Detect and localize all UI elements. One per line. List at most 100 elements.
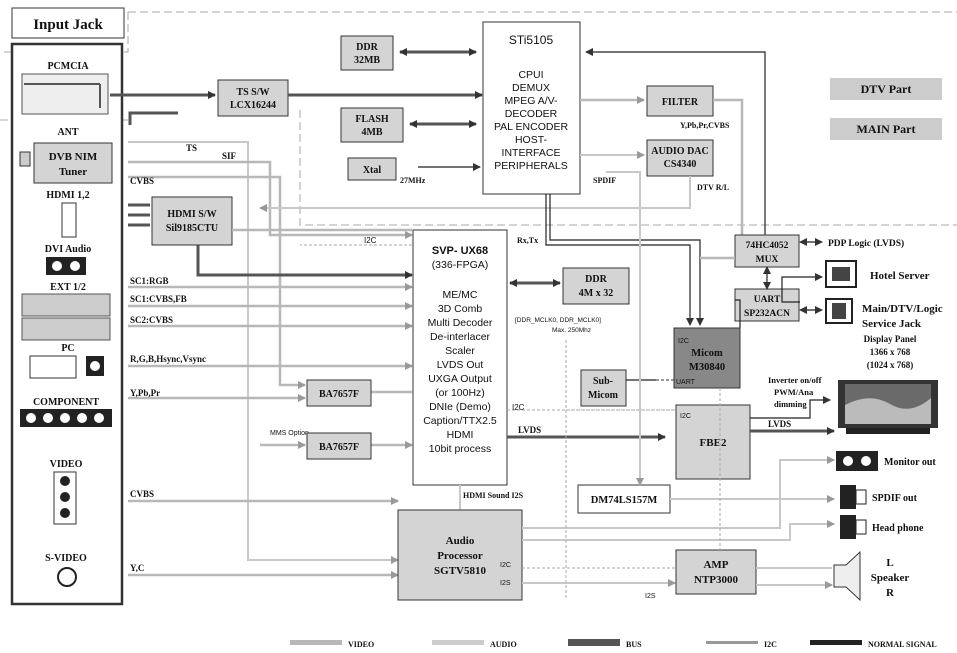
svg-text:Audio: Audio (446, 535, 475, 547)
ddr32-block: DDR 32MB (340, 35, 394, 71)
dtv-rl-label: DTV R/L (697, 183, 729, 192)
uart-label: UART (676, 379, 696, 386)
ext12-label: EXT 1/2 (50, 282, 86, 293)
tuner-label: Tuner (59, 166, 87, 178)
micom-block: Micom M30840 I2C (673, 327, 741, 389)
svg-text:PERIPHERALS: PERIPHERALS (494, 160, 568, 172)
legend-audio: AUDIO (490, 640, 517, 649)
audio-dac-block: AUDIO DAC CS4340 (646, 139, 714, 177)
lvds-label: LVDS (518, 425, 541, 435)
legend: VIDEO AUDIO BUS I2C NORMAL SIGNAL (290, 639, 937, 649)
svg-text:Micom: Micom (691, 348, 723, 359)
lvds2-label: LVDS (768, 419, 791, 429)
svp-ux68-block: SVP- UX68 (336-FPGA) ME/MC 3D Comb Multi… (412, 229, 508, 486)
cvbs2-label: CVBS (130, 489, 154, 499)
video-label: VIDEO (50, 459, 83, 470)
svg-text:10bit process: 10bit process (429, 443, 491, 455)
svg-text:DNIe (Demo): DNIe (Demo) (429, 401, 491, 413)
dm74-block: DM74LS157M (577, 484, 671, 514)
rxtx-label: Rx,Tx (517, 236, 538, 245)
svg-text:ME/MC: ME/MC (443, 289, 478, 301)
svg-text:AUDIO DAC: AUDIO DAC (651, 146, 709, 157)
sc2-cvbs-label: SC2:CVBS (130, 315, 173, 325)
svg-text:LCX16244: LCX16244 (230, 100, 276, 111)
speaker-label: Speaker (871, 572, 910, 584)
svg-text:MPEG A/V-: MPEG A/V- (504, 95, 558, 107)
dtv-part-label: DTV Part (861, 82, 912, 96)
svg-text:LVDS Out: LVDS Out (437, 359, 484, 371)
yc-label: Y,C (130, 563, 144, 573)
rgb-sync-label: R,G,B,Hsync,Vsync (130, 354, 206, 364)
panel-label-3: (1024 x 768) (867, 360, 914, 370)
spdif-out-jack-icon (840, 485, 856, 509)
service-jack-label-1: Main/DTV/Logic (862, 303, 943, 315)
legend-i2c: I2C (764, 640, 777, 649)
i2c-label-hdmi: I2C (364, 236, 377, 245)
svg-text:STi5105: STi5105 (509, 33, 554, 47)
scart1-icon (21, 293, 111, 317)
uart-block: UART SP232ACN (734, 288, 800, 322)
pcmcia-slot-icon (21, 73, 109, 115)
pcmcia-label: PCMCIA (47, 61, 89, 72)
dtv-part-badge (830, 78, 942, 100)
headphone-label: Head phone (872, 523, 924, 534)
i2c-label-svp: I2C (512, 403, 525, 412)
mms-option-label: MMS Option (270, 430, 309, 437)
ts-switch-block: TS S/W LCX16244 (217, 79, 289, 117)
hdmi-sound-label: HDMI Sound I2S (463, 491, 524, 500)
svg-text:M30840: M30840 (689, 362, 725, 373)
svg-text:FILTER: FILTER (662, 97, 699, 108)
svg-text:DDR: DDR (356, 42, 378, 53)
inverter-label-2: PWM/Ana (774, 387, 814, 397)
svg-text:Caption/TTX2.5: Caption/TTX2.5 (423, 415, 497, 427)
svg-text:HDMI: HDMI (447, 429, 474, 441)
svg-text:4MB: 4MB (361, 127, 382, 138)
svg-text:DEMUX: DEMUX (512, 82, 550, 94)
input-jack-panel: Input Jack PCMCIA ANT DVB NIM Tuner HDMI… (10, 7, 125, 606)
svg-text:DDR: DDR (585, 274, 607, 285)
cvbs-label: CVBS (130, 176, 154, 186)
svg-text:FLASH: FLASH (355, 114, 389, 125)
service-jack-label-2: Service Jack (862, 318, 922, 330)
hdmi-port-icon (61, 202, 77, 238)
pc-dsub-icon (29, 355, 77, 379)
svg-text:32MB: 32MB (354, 55, 380, 66)
sc1-cvbs-label: SC1:CVBS,FB (130, 294, 187, 304)
svg-text:AMP: AMP (703, 559, 728, 571)
speaker-icon (833, 550, 861, 602)
dvi-audio-label: DVI Audio (45, 244, 91, 255)
i2s-label: I2S (645, 593, 656, 600)
svg-text:DM74LS157M: DM74LS157M (591, 495, 658, 506)
hdmi12-label: HDMI 1,2 (46, 190, 89, 201)
svg-text:3D Comb: 3D Comb (438, 303, 483, 315)
mux-block: 74HC4052 MUX (734, 234, 800, 268)
sub-micom-block: Sub- Micom (580, 369, 627, 407)
spdif-out-label: SPDIF out (872, 493, 918, 504)
svg-text:Xtal: Xtal (363, 165, 382, 176)
ba7657f-1-block: BA7657F (306, 379, 372, 407)
audio-processor-block: Audio Processor SGTV5810 I2C I2S (397, 509, 523, 601)
svg-text:INTERFACE: INTERFACE (502, 147, 561, 159)
dvb-nim-label: DVB NIM (49, 151, 98, 163)
svideo-label: S-VIDEO (45, 553, 87, 564)
svg-text:Scaler: Scaler (445, 345, 475, 357)
svg-text:Processor: Processor (437, 550, 483, 562)
svg-text:I2C: I2C (500, 562, 511, 569)
panel-label-2: 1366 x 768 (870, 347, 911, 357)
sti5105-block: STi5105 CPUI DEMUX MPEG A/V- DECODER PAL… (482, 21, 581, 195)
amp-block: AMP NTP3000 (675, 549, 757, 595)
svg-text:Sil9185CTU: Sil9185CTU (166, 223, 218, 234)
svg-text:BA7657F: BA7657F (319, 442, 359, 453)
svg-text:UART: UART (754, 295, 781, 305)
svg-text:UXGA Output: UXGA Output (428, 373, 492, 385)
svideo-jack-icon (57, 567, 77, 587)
svg-text:Multi Decoder: Multi Decoder (428, 317, 493, 329)
svg-text:BA7657F: BA7657F (319, 389, 359, 400)
pdp-logic-label: PDP Logic (LVDS) (828, 238, 904, 249)
monitor-out-jack-icon (836, 451, 878, 471)
svg-text:De-interlacer: De-interlacer (430, 331, 491, 343)
mhz27-label: 27MHz (400, 176, 426, 185)
svg-text:I2S: I2S (500, 580, 511, 587)
svg-text:I2C: I2C (680, 413, 691, 420)
